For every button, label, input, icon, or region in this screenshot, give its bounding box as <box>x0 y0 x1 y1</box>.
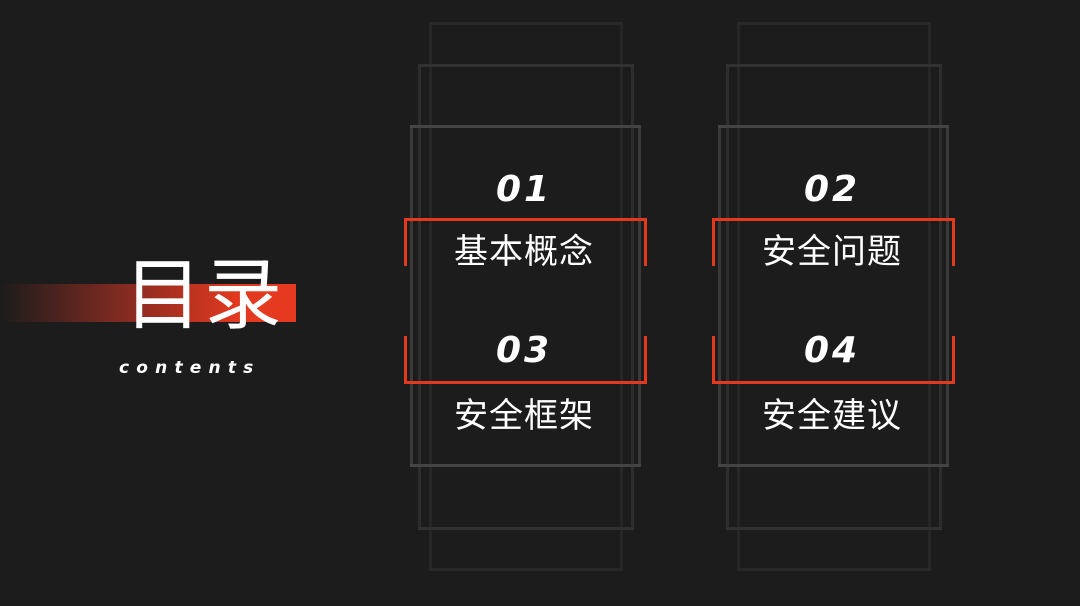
outer-frame-decoration <box>737 22 931 571</box>
toc-column-left: 01 基本概念 03 安全框架 <box>399 0 649 606</box>
accent-frame <box>404 218 647 384</box>
inner-frame-decoration <box>410 125 641 467</box>
middle-frame-decoration <box>418 64 634 530</box>
middle-frame-decoration <box>726 64 942 530</box>
toc-column-right: 02 安全问题 04 安全建议 <box>707 0 957 606</box>
page-title: 目录 <box>124 251 285 341</box>
page-subtitle: contents <box>119 358 261 378</box>
toc-item-number-01: 01 <box>495 169 553 210</box>
toc-item-label-02[interactable]: 安全问题 <box>762 232 902 272</box>
toc-item-number-04: 04 <box>803 330 861 371</box>
inner-frame-decoration <box>718 125 949 467</box>
toc-item-label-01[interactable]: 基本概念 <box>454 232 594 272</box>
toc-item-number-03: 03 <box>495 330 553 371</box>
outer-frame-decoration <box>429 22 623 571</box>
toc-item-number-02: 02 <box>803 169 861 210</box>
accent-frame <box>712 218 955 384</box>
title-accent-stripe <box>0 284 296 322</box>
toc-item-label-04[interactable]: 安全建议 <box>762 396 902 436</box>
toc-item-label-03[interactable]: 安全框架 <box>454 396 594 436</box>
